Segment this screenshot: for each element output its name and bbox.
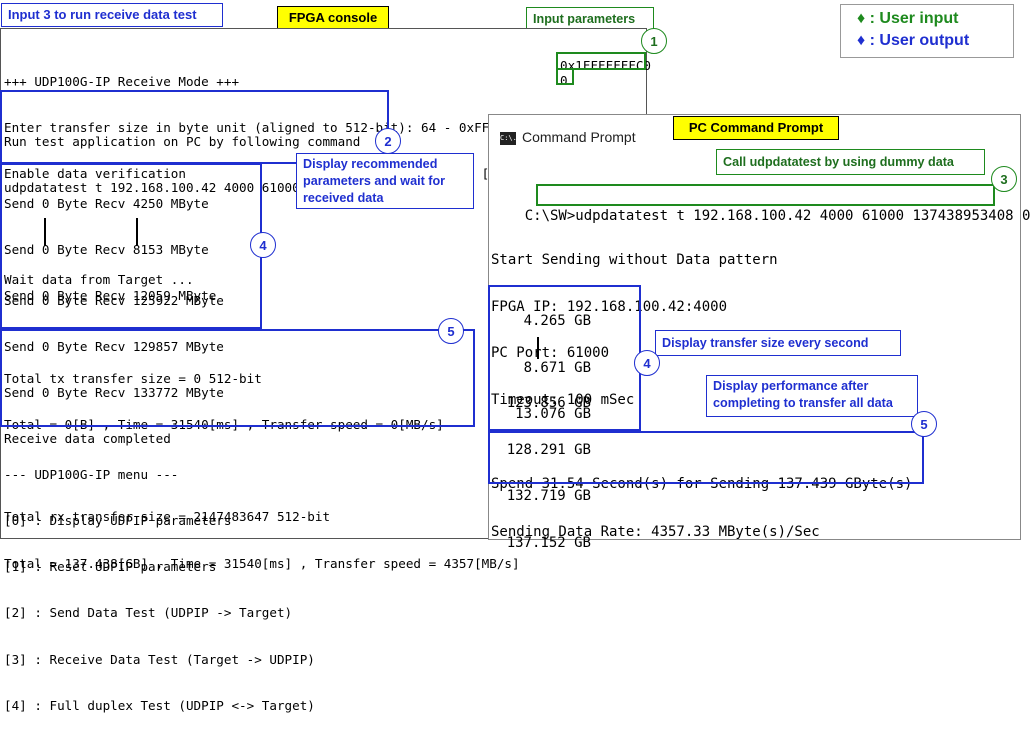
highlight-transfer-sizes bbox=[488, 285, 641, 431]
legend-box: ♦ : User input ♦ : User output bbox=[840, 4, 1014, 58]
highlight-recv-progress bbox=[0, 163, 262, 329]
console-line: Send 0 Byte Recv 125922 MByte bbox=[4, 292, 224, 308]
step-1-marker: 1 bbox=[641, 28, 667, 54]
step-4-marker: 4 bbox=[634, 350, 660, 376]
udpip-menu: --- UDP100G-IP menu --- [0] : Display UD… bbox=[4, 436, 315, 744]
input-highlight-verify bbox=[556, 68, 574, 85]
cmd-line: Sending Data Rate: 4357.33 MByte(s)/Sec bbox=[491, 524, 820, 540]
cmd-sizes-b: 123.856 GB 128.291 GB 132.719 GB 137.152… bbox=[501, 365, 591, 582]
console-line: Send 0 Byte Recv 4250 MByte bbox=[4, 195, 209, 211]
cmd-prompt-path: C:\SW> bbox=[524, 208, 576, 224]
cmd-size-line: 132.719 GB bbox=[506, 488, 591, 504]
task-note: Input 3 to run receive data test bbox=[1, 3, 223, 27]
cmd-size-line: 8.671 GB bbox=[523, 359, 591, 376]
cmd-line: Timeout: 100 mSec bbox=[491, 391, 635, 408]
cmd-info-lines: Start Sending without Data pattern FPGA … bbox=[491, 222, 778, 439]
legend-user-input: ♦ : User input bbox=[857, 10, 959, 27]
step-3-marker: 3 bbox=[991, 166, 1017, 192]
ellipsis-bar bbox=[136, 218, 138, 246]
console-line: Send 0 Byte Recv 133772 MByte bbox=[4, 385, 224, 401]
callout-transfer-size: Display transfer size every second bbox=[655, 330, 901, 356]
console-line: Send 0 Byte Recv 8153 MByte bbox=[4, 242, 209, 258]
console-line: Total = 0[B] , Time = 31540[ms] , Transf… bbox=[4, 417, 444, 433]
input-highlight-command bbox=[536, 184, 995, 206]
menu-item-1: [1] : Reset UDPIP parameters bbox=[4, 559, 217, 575]
cmd-prompt-line: C:\SW>udpdatatest t 192.168.100.42 4000 … bbox=[491, 191, 1030, 242]
callout-call-udpdatatest: Call udpdatatest by using dummy data bbox=[716, 149, 985, 175]
cmd-command-input[interactable]: udpdatatest t 192.168.100.42 4000 61000 … bbox=[575, 208, 1030, 224]
input-highlight-transfer-size bbox=[556, 52, 646, 70]
menu-item-4: [4] : Full duplex Test (UDPIP <-> Target… bbox=[4, 697, 315, 713]
cmd-window-icon: C:\. bbox=[500, 132, 517, 145]
menu-item-3: [3] : Receive Data Test (Target -> UDPIP… bbox=[4, 651, 315, 667]
step-2-marker: 2 bbox=[375, 128, 401, 154]
cmd-line: Spend 31.54 Second(s) for Sending 137.43… bbox=[491, 476, 913, 492]
verify-input[interactable]: 0 bbox=[560, 73, 568, 88]
cmd-size-line: 13.076 GB bbox=[515, 406, 591, 422]
highlight-summary bbox=[0, 329, 475, 427]
cmd-line: PC Port: 61000 bbox=[491, 345, 610, 361]
input-params-note: Input parameters bbox=[526, 7, 654, 31]
cmd-sizes-a: 4.265 GB 8.671 GB 13.076 GB bbox=[509, 283, 591, 454]
console-line: Run test application on PC by following … bbox=[4, 133, 361, 149]
cmd-size-line: 123.856 GB bbox=[506, 395, 591, 411]
console-line: Receive data completed bbox=[4, 431, 171, 447]
cmd-size-line: 128.291 GB bbox=[506, 441, 591, 458]
console-line: Total = 137.438[GB] , Time = 31540[ms] ,… bbox=[4, 555, 520, 571]
step-4-marker: 4 bbox=[250, 232, 276, 258]
console-line: Send 0 Byte Recv 12059 MByte bbox=[4, 288, 217, 304]
menu-item-0: [0] : Display UDPIP parameters bbox=[4, 513, 232, 529]
cmd-line: FPGA IP: 192.168.100.42:4000 bbox=[491, 298, 728, 315]
highlight-performance bbox=[488, 431, 924, 484]
console-line: Total rx transfer size = 2147483647 512-… bbox=[4, 509, 331, 525]
cmd-window-title: Command Prompt bbox=[522, 129, 636, 145]
cmd-result-lines: Spend 31.54 Second(s) for Sending 137.43… bbox=[491, 444, 912, 572]
recv-progress-b: Send 0 Byte Recv 125922 MByte Send 0 Byt… bbox=[4, 262, 224, 478]
ellipsis-bar bbox=[537, 337, 539, 359]
callout-recommended-params: Display recommended parameters and wait … bbox=[296, 153, 474, 209]
transfer-summary: Total tx transfer size = 0 512-bit Total… bbox=[4, 340, 520, 602]
ellipsis-bar bbox=[44, 218, 46, 246]
step-5-marker: 5 bbox=[911, 411, 937, 437]
recv-progress-a: Send 0 Byte Recv 4250 MByte Send 0 Byte … bbox=[4, 165, 216, 334]
callout-performance: Display performance after completing to … bbox=[706, 375, 918, 417]
cmd-size-line: 137.152 GB bbox=[506, 534, 591, 551]
console-line: +++ UDP100G-IP Receive Mode +++ bbox=[4, 73, 240, 89]
pc-command-prompt-title: PC Command Prompt bbox=[673, 116, 839, 140]
console-line: Total tx transfer size = 0 512-bit bbox=[4, 370, 262, 386]
step-5-marker: 5 bbox=[438, 318, 464, 344]
fpga-console-title: FPGA console bbox=[277, 6, 389, 30]
console-line: Wait data from Target ... bbox=[4, 272, 194, 288]
cmd-size-line: 4.265 GB bbox=[523, 313, 591, 329]
console-line: Send 0 Byte Recv 129857 MByte bbox=[4, 339, 224, 355]
legend-user-output: ♦ : User output bbox=[857, 32, 970, 49]
cmd-line: Start Sending without Data pattern bbox=[491, 252, 778, 268]
menu-title: --- UDP100G-IP menu --- bbox=[4, 466, 179, 482]
menu-item-2: [2] : Send Data Test (UDPIP -> Target) bbox=[4, 605, 293, 621]
